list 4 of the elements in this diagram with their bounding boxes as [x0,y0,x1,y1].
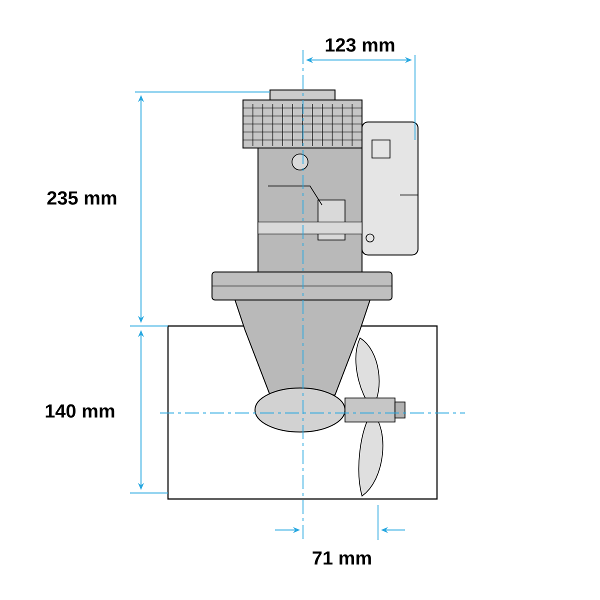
dimension-label: 235 mm [47,191,116,205]
dimension-label: 71 mm [312,551,371,565]
dimension-label: 140 mm [46,404,114,418]
dimension-label: 123 mm [326,38,394,52]
